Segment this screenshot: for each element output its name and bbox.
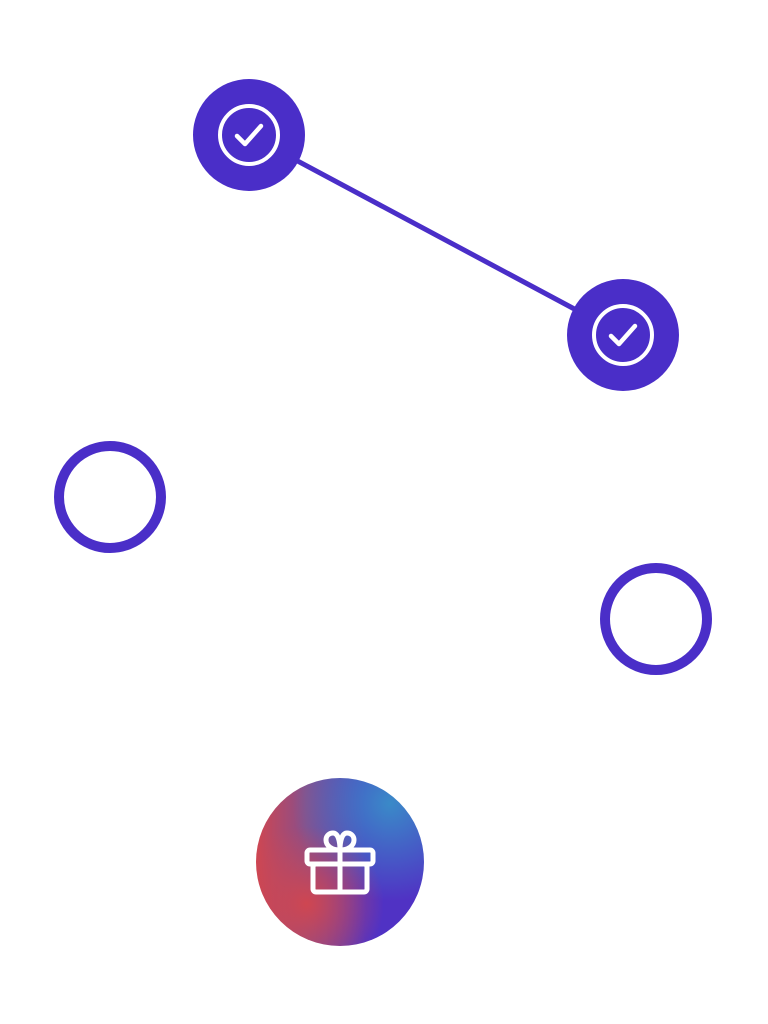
check-circle-icon xyxy=(592,304,654,366)
connector-line-1-2 xyxy=(246,132,626,338)
gift-icon xyxy=(304,830,376,895)
path-node-1-completed[interactable] xyxy=(193,79,305,191)
path-node-4-locked[interactable] xyxy=(600,563,712,675)
check-circle-icon xyxy=(218,104,280,166)
path-node-3-locked[interactable] xyxy=(54,441,166,553)
path-node-2-completed[interactable] xyxy=(567,279,679,391)
reward-chest-button[interactable] xyxy=(256,778,424,946)
